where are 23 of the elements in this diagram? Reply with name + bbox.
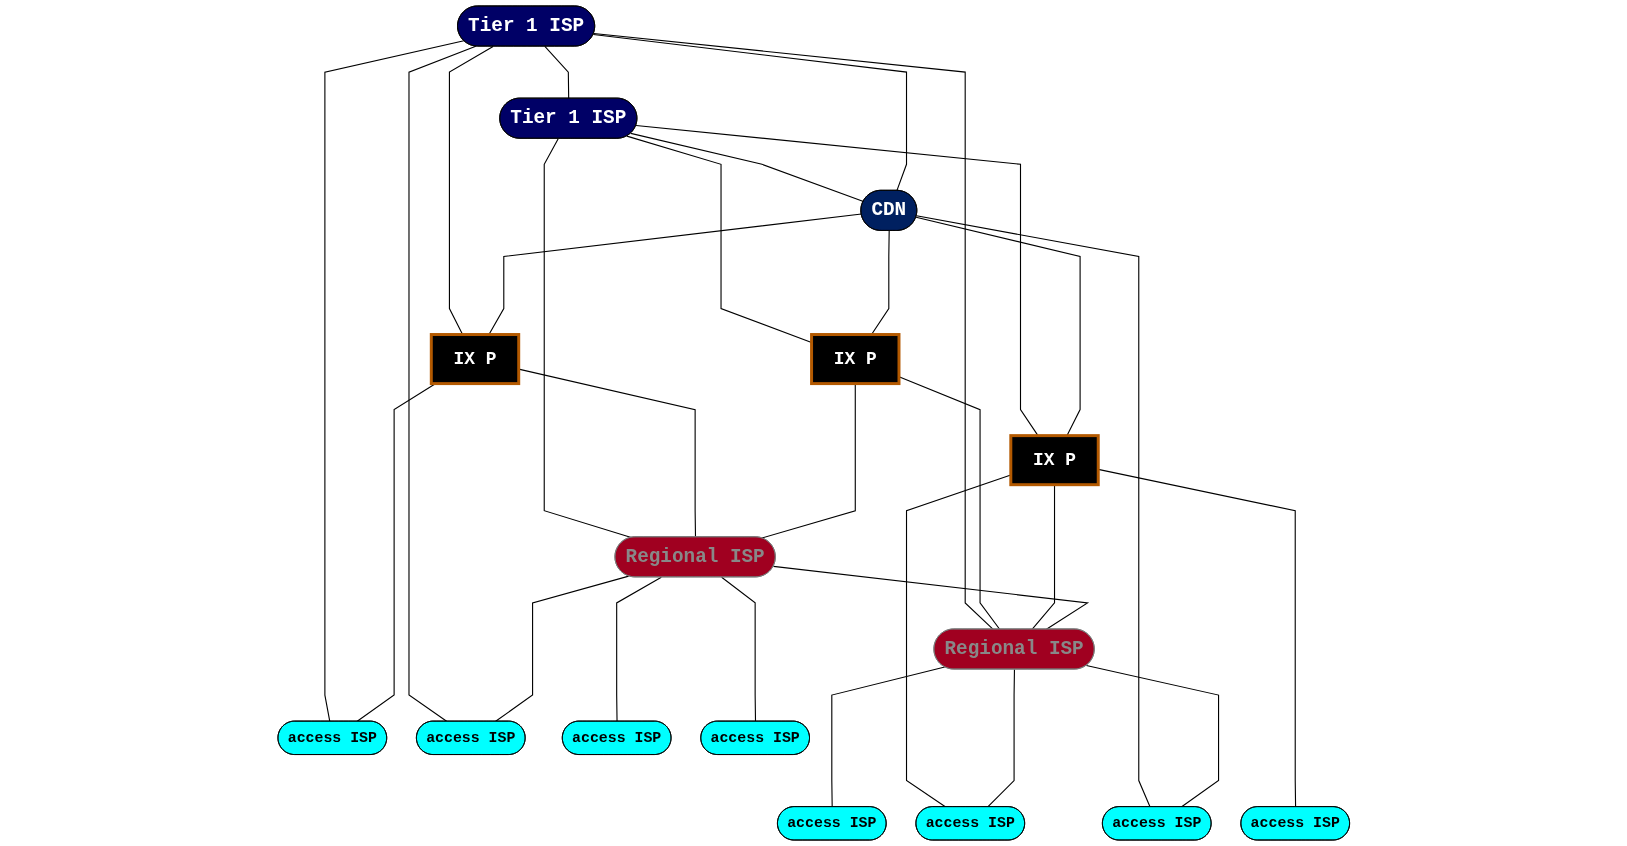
connector [629, 132, 864, 202]
connector [592, 32, 994, 630]
connector [898, 376, 1000, 630]
connector [543, 138, 632, 539]
connector [408, 45, 477, 723]
connector [324, 40, 465, 723]
connector [830, 666, 946, 808]
connector [626, 135, 812, 344]
connector [1085, 665, 1219, 808]
connector [615, 576, 662, 723]
connector [772, 565, 1089, 630]
connector [915, 215, 1151, 808]
connector [761, 383, 856, 539]
node-box: IX P [809, 333, 901, 386]
connector [592, 33, 907, 192]
node-box: IX P [429, 333, 520, 386]
connector [1097, 468, 1296, 808]
connector [494, 575, 629, 723]
connector [544, 45, 569, 100]
connector [1031, 484, 1055, 630]
connector [720, 576, 756, 723]
node-box: IX P [1009, 434, 1100, 487]
connector [986, 668, 1015, 808]
